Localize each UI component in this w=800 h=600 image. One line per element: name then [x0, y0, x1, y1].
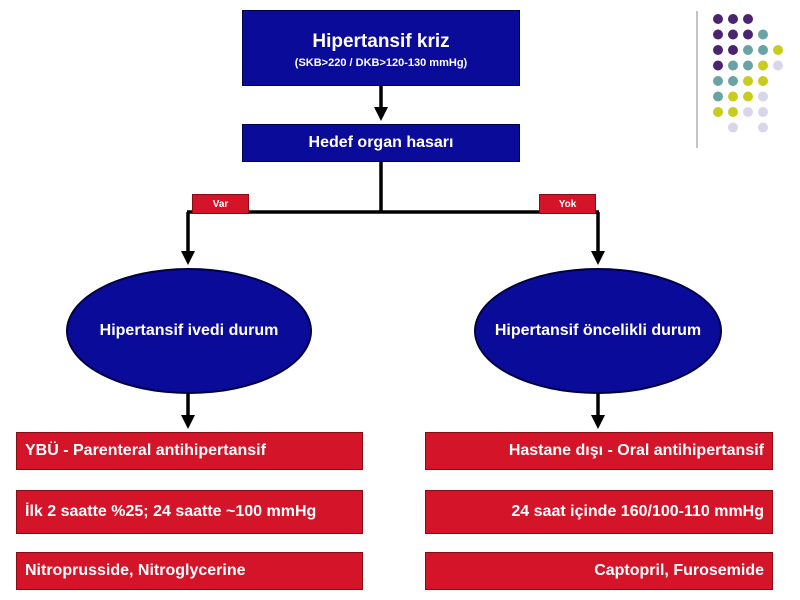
decorative-dot: [743, 76, 753, 86]
decorative-dot: [758, 60, 768, 71]
decorative-dot: [713, 91, 723, 102]
decorative-dot: [758, 45, 768, 55]
right-box-drugs: Captopril, Furosemide: [425, 552, 773, 590]
decorative-dot: [743, 29, 753, 40]
right-box-treatment: Hastane dışı - Oral antihipertansif: [425, 432, 773, 470]
oval-ivedi-durum: Hipertansif ivedi durum: [66, 268, 312, 394]
left-box-treatment: YBÜ - Parenteral antihipertansif: [16, 432, 363, 470]
left-box-drugs: Nitroprusside, Nitroglycerine: [16, 552, 363, 590]
branch-tag-var: Var: [192, 194, 249, 214]
decorative-dot: [728, 29, 738, 40]
left-box-target: İlk 2 saatte %25; 24 saatte ~100 mmHg: [16, 490, 363, 534]
decorative-dot: [728, 76, 738, 86]
decorative-dot: [713, 45, 723, 55]
decorative-dot: [758, 76, 768, 86]
decorative-dot: [713, 76, 723, 86]
title-sub: (SKB>220 / DKB>120-130 mmHg): [294, 57, 468, 69]
title-main: Hipertansif kriz: [312, 31, 450, 52]
decorative-dot: [758, 91, 768, 102]
decorative-dot: [758, 122, 768, 133]
decorative-dot: [743, 60, 753, 71]
decorative-dot: [743, 45, 753, 55]
decorative-dot: [713, 14, 723, 24]
decorative-dot-grid: [696, 11, 783, 148]
decorative-dot: [713, 60, 723, 71]
decorative-dot: [743, 14, 753, 24]
decorative-dot: [758, 29, 768, 40]
decorative-dot: [728, 107, 738, 117]
title-box: Hipertansif kriz (SKB>220 / DKB>120-130 …: [242, 10, 520, 86]
oval-oncelikli-durum: Hipertansif öncelikli durum: [474, 268, 722, 394]
decorative-dot: [728, 45, 738, 55]
decorative-dot: [728, 14, 738, 24]
decorative-dot: [773, 60, 783, 71]
decorative-dot: [728, 60, 738, 71]
decorative-dot: [743, 107, 753, 117]
decorative-dot: [773, 45, 783, 55]
decorative-dot: [758, 107, 768, 117]
decorative-dot: [728, 91, 738, 102]
decorative-dot: [728, 122, 738, 133]
decorative-dot: [743, 91, 753, 102]
right-box-target: 24 saat içinde 160/100-110 mmHg: [425, 490, 773, 534]
decorative-dot: [713, 107, 723, 117]
hedef-organ-box: Hedef organ hasarı: [242, 124, 520, 162]
decorative-dot: [713, 29, 723, 40]
branch-tag-yok: Yok: [539, 194, 596, 214]
